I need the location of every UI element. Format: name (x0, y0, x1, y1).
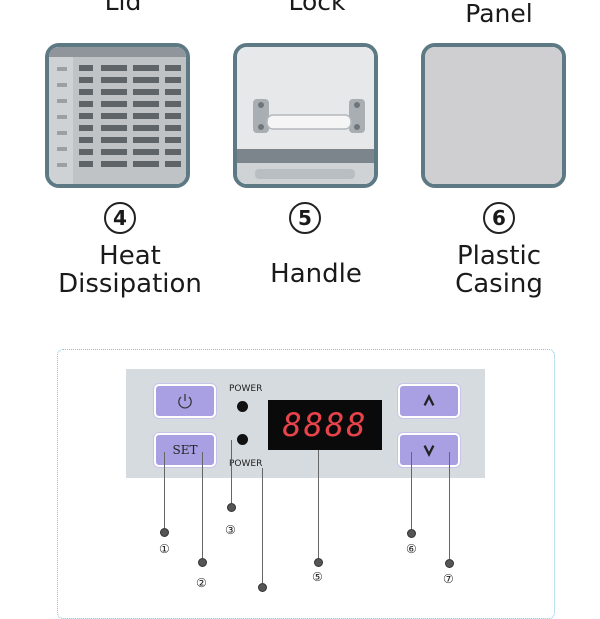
leader-dot-2 (198, 558, 207, 567)
leader-line-1 (164, 452, 165, 528)
power-indicator-light-top (237, 401, 248, 412)
callout-5: ⑤ (312, 570, 323, 584)
leader-dot-5 (314, 558, 323, 567)
caret-down-icon (423, 445, 435, 457)
caret-up-icon (423, 394, 435, 406)
caption-lock: Lock (288, 0, 346, 16)
leader-dot-6 (407, 529, 416, 538)
callout-7: ⑦ (443, 572, 454, 586)
leader-line-3 (231, 440, 232, 503)
leader-line-2 (202, 452, 203, 558)
leader-dot-7 (445, 559, 454, 568)
feature-number-5: 5 (289, 202, 321, 234)
leader-dot-3 (227, 503, 236, 512)
leader-line-7 (449, 452, 450, 559)
handle-image (233, 43, 378, 188)
callout-2: ② (196, 576, 207, 590)
callout-6: ⑥ (406, 542, 417, 556)
leader-line-6 (411, 452, 412, 529)
temperature-display: 8888 (268, 400, 382, 450)
feature-label-plastic-casing: Plastic Casing (409, 242, 589, 298)
feature-label-line1: Plastic (456, 241, 542, 271)
leader-line-4 (262, 468, 263, 583)
caption-control-panel: Panel (409, 0, 589, 28)
down-button[interactable] (398, 433, 460, 467)
callout-1: ① (159, 542, 170, 556)
feature-number-6: 6 (483, 202, 515, 234)
plastic-casing-image (421, 43, 566, 188)
feature-label-line2: Dissipation (58, 269, 202, 299)
feature-label-line1: Heat (99, 241, 161, 271)
power-icon (178, 393, 192, 409)
feature-label-line2: Casing (455, 269, 543, 299)
power-indicator-light-bottom (237, 434, 248, 445)
vent-grille-graphic (49, 47, 186, 184)
casing-texture-graphic (425, 47, 562, 184)
caption-panel-word: Panel (465, 0, 533, 28)
leader-line-5 (318, 450, 319, 558)
heat-dissipation-image (45, 43, 190, 188)
feature-label-heat-dissipation: Heat Dissipation (40, 242, 220, 298)
handle-graphic (237, 47, 374, 184)
display-digits: 8888 (282, 406, 368, 444)
set-button-label: SET (172, 443, 198, 457)
up-button[interactable] (398, 384, 460, 418)
callout-3: ③ (225, 523, 236, 537)
leader-dot-1 (160, 528, 169, 537)
power-label-top: POWER (229, 384, 263, 394)
leader-dot-4 (258, 583, 267, 592)
feature-label-handle: Handle (270, 259, 362, 289)
power-label-bottom: POWER (229, 459, 263, 469)
power-button[interactable] (154, 384, 216, 418)
feature-number-4: 4 (104, 202, 136, 234)
caption-lid: Lid (104, 0, 142, 16)
